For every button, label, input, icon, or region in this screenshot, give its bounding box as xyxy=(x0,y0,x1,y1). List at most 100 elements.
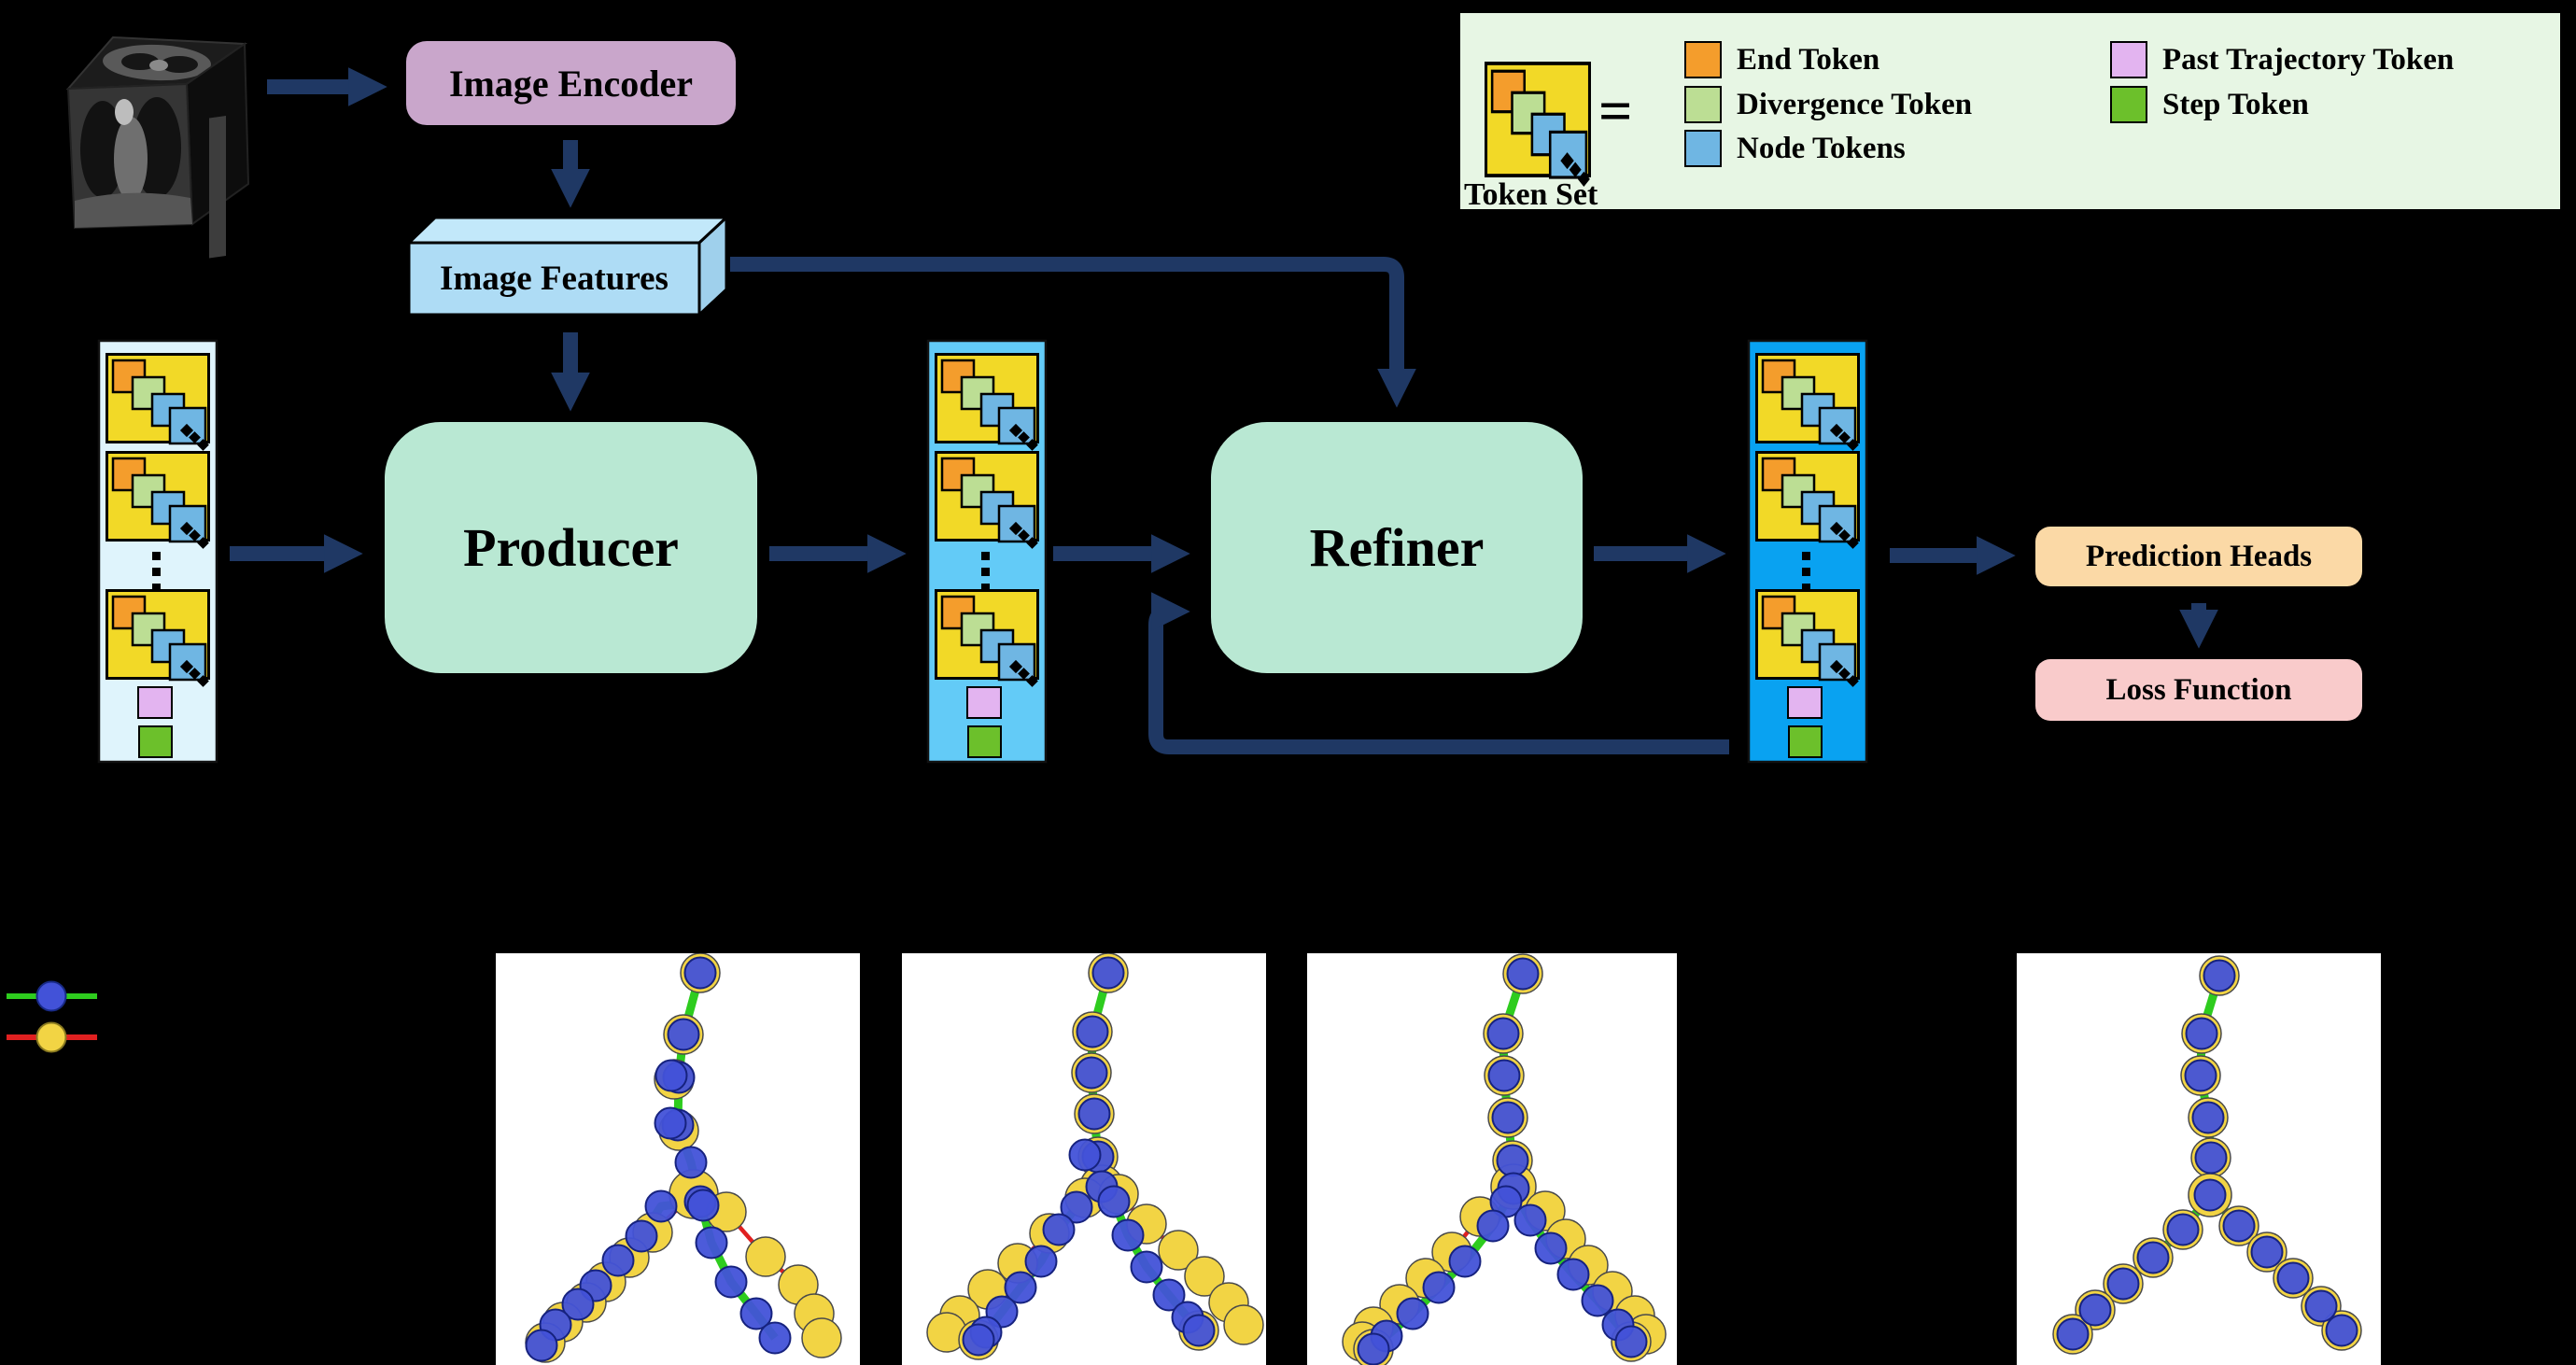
pred-node xyxy=(1075,1056,1108,1090)
pred-node xyxy=(1024,1245,1058,1278)
past-trajectory-token-square xyxy=(137,686,173,719)
trajectory-panel-2 xyxy=(902,953,1266,1365)
token-columns xyxy=(97,339,1868,764)
mini-legend xyxy=(7,980,97,1053)
node-token-label: Node Tokens xyxy=(1737,132,1906,165)
pred-node xyxy=(1581,1284,1614,1317)
producer-label: Producer xyxy=(463,517,679,578)
token-set-icon xyxy=(106,451,211,551)
past-trajectory-token-square xyxy=(966,686,1002,719)
pred-node xyxy=(525,1329,558,1362)
pred-node xyxy=(2250,1235,2284,1269)
pred-node xyxy=(1097,1185,1131,1218)
token-column-2 xyxy=(926,339,1048,764)
pred-node xyxy=(1111,1218,1145,1252)
pred-node xyxy=(1091,956,1125,990)
image-features-label-wrap: Image Features xyxy=(409,243,699,315)
token-column-3 xyxy=(1747,339,1868,764)
step-token-square xyxy=(138,725,173,758)
end-token-swatch xyxy=(1684,41,1722,78)
pred-node xyxy=(1422,1271,1456,1304)
pred-node xyxy=(2056,1317,2090,1351)
arrow-refinement-feedback-loop xyxy=(1148,592,1729,754)
token-set-icon xyxy=(106,353,211,453)
pred-node xyxy=(674,1146,708,1179)
pred-node xyxy=(1476,1209,1510,1243)
pred-node xyxy=(1357,1332,1390,1365)
image-features-label: Image Features xyxy=(440,260,669,298)
pred-node xyxy=(714,1265,748,1299)
pred-node xyxy=(1042,1213,1076,1246)
node-token-swatch xyxy=(1684,130,1722,167)
pred-node xyxy=(1182,1314,1216,1347)
pred-node xyxy=(2166,1213,2200,1246)
step-token-label: Step Token xyxy=(2162,88,2309,121)
step-token-swatch xyxy=(2110,86,2147,123)
ct-volume-image xyxy=(65,35,250,259)
pred-node xyxy=(739,1297,773,1330)
legend-equals: = xyxy=(1598,77,1633,144)
pred-node xyxy=(1130,1250,1163,1284)
pred-node xyxy=(1076,1015,1109,1048)
pred-node xyxy=(2194,1141,2228,1175)
pred-node xyxy=(654,1106,687,1140)
refiner-box: Refiner xyxy=(1211,422,1583,673)
trajectory-panel-3 xyxy=(1307,953,1677,1365)
predicted-node-dot xyxy=(35,980,67,1012)
pred-node xyxy=(561,1288,595,1321)
pred-node xyxy=(2325,1314,2358,1347)
pred-node xyxy=(1534,1231,1568,1265)
pred-node xyxy=(667,1018,700,1051)
pred-node xyxy=(1506,957,1540,991)
pred-node xyxy=(962,1323,995,1357)
pred-node xyxy=(1077,1097,1111,1131)
pred-node xyxy=(2136,1241,2170,1274)
gt-node xyxy=(745,1236,786,1277)
pred-node xyxy=(2078,1293,2112,1327)
image-encoder-label: Image Encoder xyxy=(448,62,694,105)
prediction-heads-box: Prediction Heads xyxy=(2035,527,2362,586)
pred-node xyxy=(655,1059,688,1092)
pred-node xyxy=(1614,1325,1648,1358)
token-set-icon xyxy=(1755,353,1861,453)
pred-node xyxy=(1060,1190,1093,1224)
pred-node xyxy=(1068,1138,1102,1172)
token-set-icon xyxy=(1755,589,1861,689)
step-token-square xyxy=(967,725,1002,758)
pred-node xyxy=(2106,1267,2140,1301)
pred-node xyxy=(1556,1258,1590,1291)
ground-truth-node-dot xyxy=(35,1021,67,1053)
pred-node xyxy=(644,1189,678,1223)
pred-node xyxy=(2193,1178,2227,1212)
gt-node xyxy=(1223,1304,1264,1345)
arrow-features-to-refiner xyxy=(730,257,1416,408)
pred-node xyxy=(2276,1261,2310,1295)
past-trajectory-token-swatch xyxy=(2110,41,2147,78)
legend-token-set-icon xyxy=(1484,62,1592,189)
pred-node xyxy=(1448,1245,1482,1278)
token-set-icon xyxy=(935,589,1040,689)
pred-node xyxy=(2203,959,2236,992)
token-set-icon xyxy=(106,589,211,689)
gt-node xyxy=(1158,1230,1199,1271)
image-features-box xyxy=(405,214,730,318)
pred-node xyxy=(1486,1017,1520,1050)
pred-node xyxy=(1513,1203,1547,1237)
pred-node xyxy=(2185,1017,2218,1050)
step-token-square xyxy=(1788,725,1823,758)
token-set-icon xyxy=(1755,451,1861,551)
divergence-token-swatch xyxy=(1684,86,1722,123)
token-set-icon xyxy=(935,451,1040,551)
divergence-token-label: Divergence Token xyxy=(1737,88,1973,121)
image-encoder-box: Image Encoder xyxy=(406,41,736,125)
end-token-label: End Token xyxy=(1737,43,1880,77)
token-legend: Token Set = End Token Divergence Token N… xyxy=(1457,9,2564,213)
pred-node xyxy=(601,1244,635,1277)
loss-function-label: Loss Function xyxy=(2105,672,2292,707)
pred-node xyxy=(758,1321,792,1355)
token-set-icon xyxy=(935,353,1040,453)
refiner-label: Refiner xyxy=(1309,517,1485,578)
pred-node xyxy=(625,1219,658,1253)
token-column-1 xyxy=(97,339,218,764)
